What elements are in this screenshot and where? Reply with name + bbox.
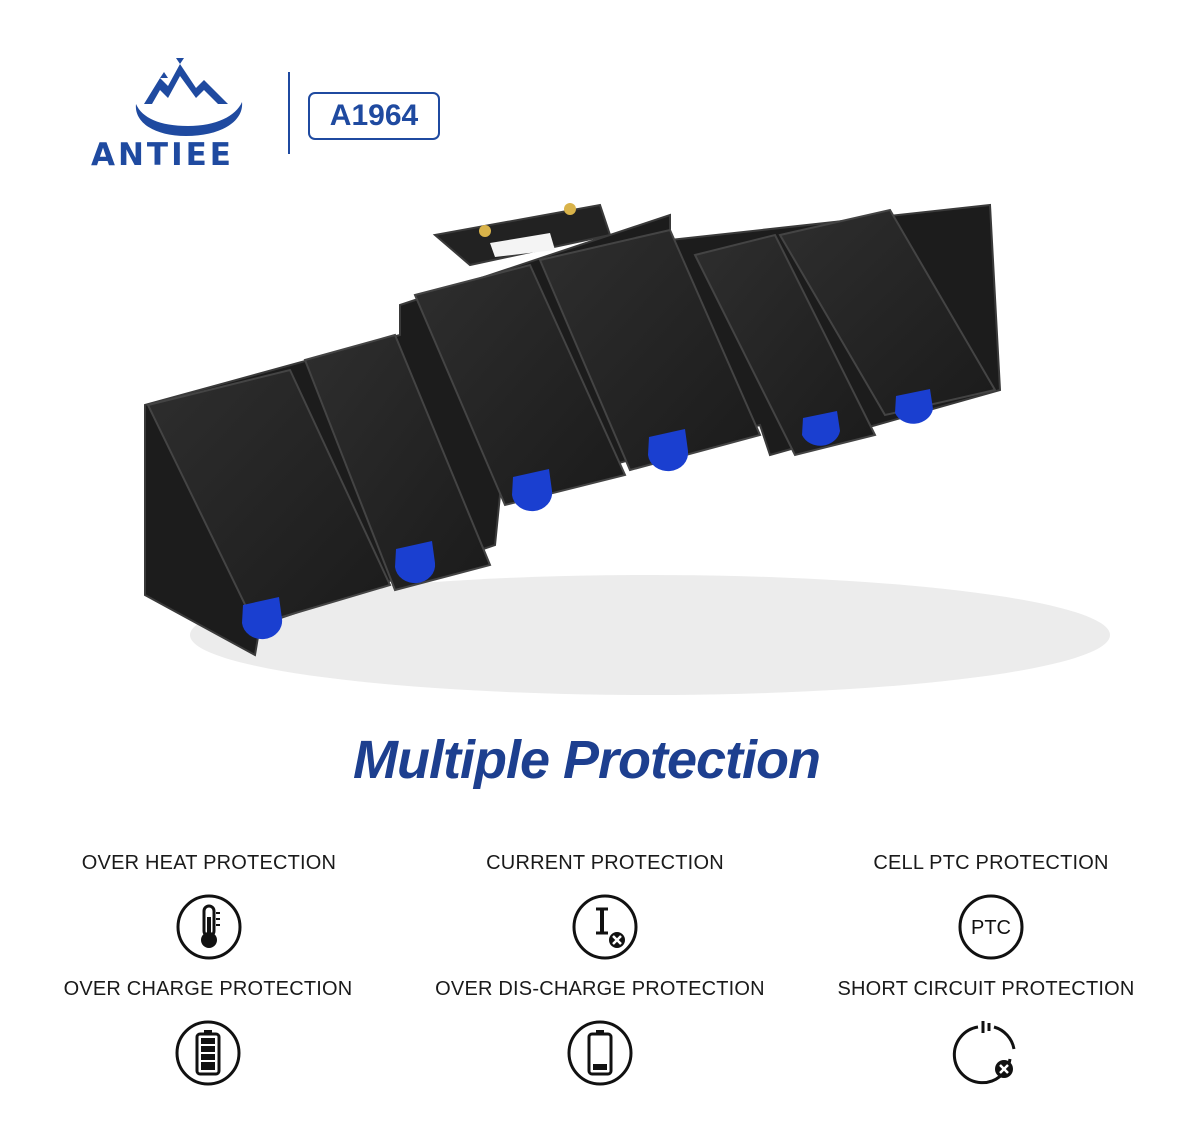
feature-label: OVER CHARGE PROTECTION	[63, 978, 353, 1000]
feature-cell-ptc: CELL PTC PROTECTION PTC	[791, 853, 1191, 961]
feature-label: CURRENT PROTECTION	[486, 852, 724, 874]
headline: Multiple Protection	[353, 730, 821, 790]
thermometer-icon	[176, 894, 242, 960]
battery-cell	[413, 263, 627, 507]
ptc-icon-text: PTC	[971, 917, 1011, 939]
battery-cell	[693, 233, 877, 457]
current-icon	[572, 894, 638, 960]
feature-label: SHORT CIRCUIT PROTECTION	[837, 978, 1135, 1000]
feature-current: CURRENT PROTECTION	[405, 853, 805, 961]
feature-over-charge: OVER CHARGE PROTECTION	[8, 979, 408, 1087]
feature-label: CELL PTC PROTECTION	[873, 852, 1109, 874]
short-circuit-icon	[952, 1021, 1016, 1085]
low-battery-icon	[567, 1020, 633, 1086]
feature-label: OVER HEAT PROTECTION	[81, 852, 337, 874]
model-badge: A1964	[308, 92, 440, 140]
feature-short-circuit: SHORT CIRCUIT PROTECTION	[786, 979, 1186, 1087]
full-battery-icon	[175, 1020, 241, 1086]
feature-label: OVER DIS-CHARGE PROTECTION	[435, 978, 765, 1000]
brand-name: ANTIEE	[91, 137, 234, 173]
battery-cell	[778, 208, 997, 417]
battery-cell	[538, 228, 762, 472]
mountain-logo-icon	[135, 58, 243, 136]
battery-cell	[303, 333, 492, 592]
battery-cell	[146, 368, 392, 627]
feature-over-discharge: OVER DIS-CHARGE PROTECTION	[400, 979, 800, 1087]
header-divider	[288, 72, 290, 154]
ptc-icon: PTC	[958, 894, 1024, 960]
battery-product-image	[144, 203, 1110, 695]
feature-over-heat: OVER HEAT PROTECTION	[9, 853, 409, 961]
